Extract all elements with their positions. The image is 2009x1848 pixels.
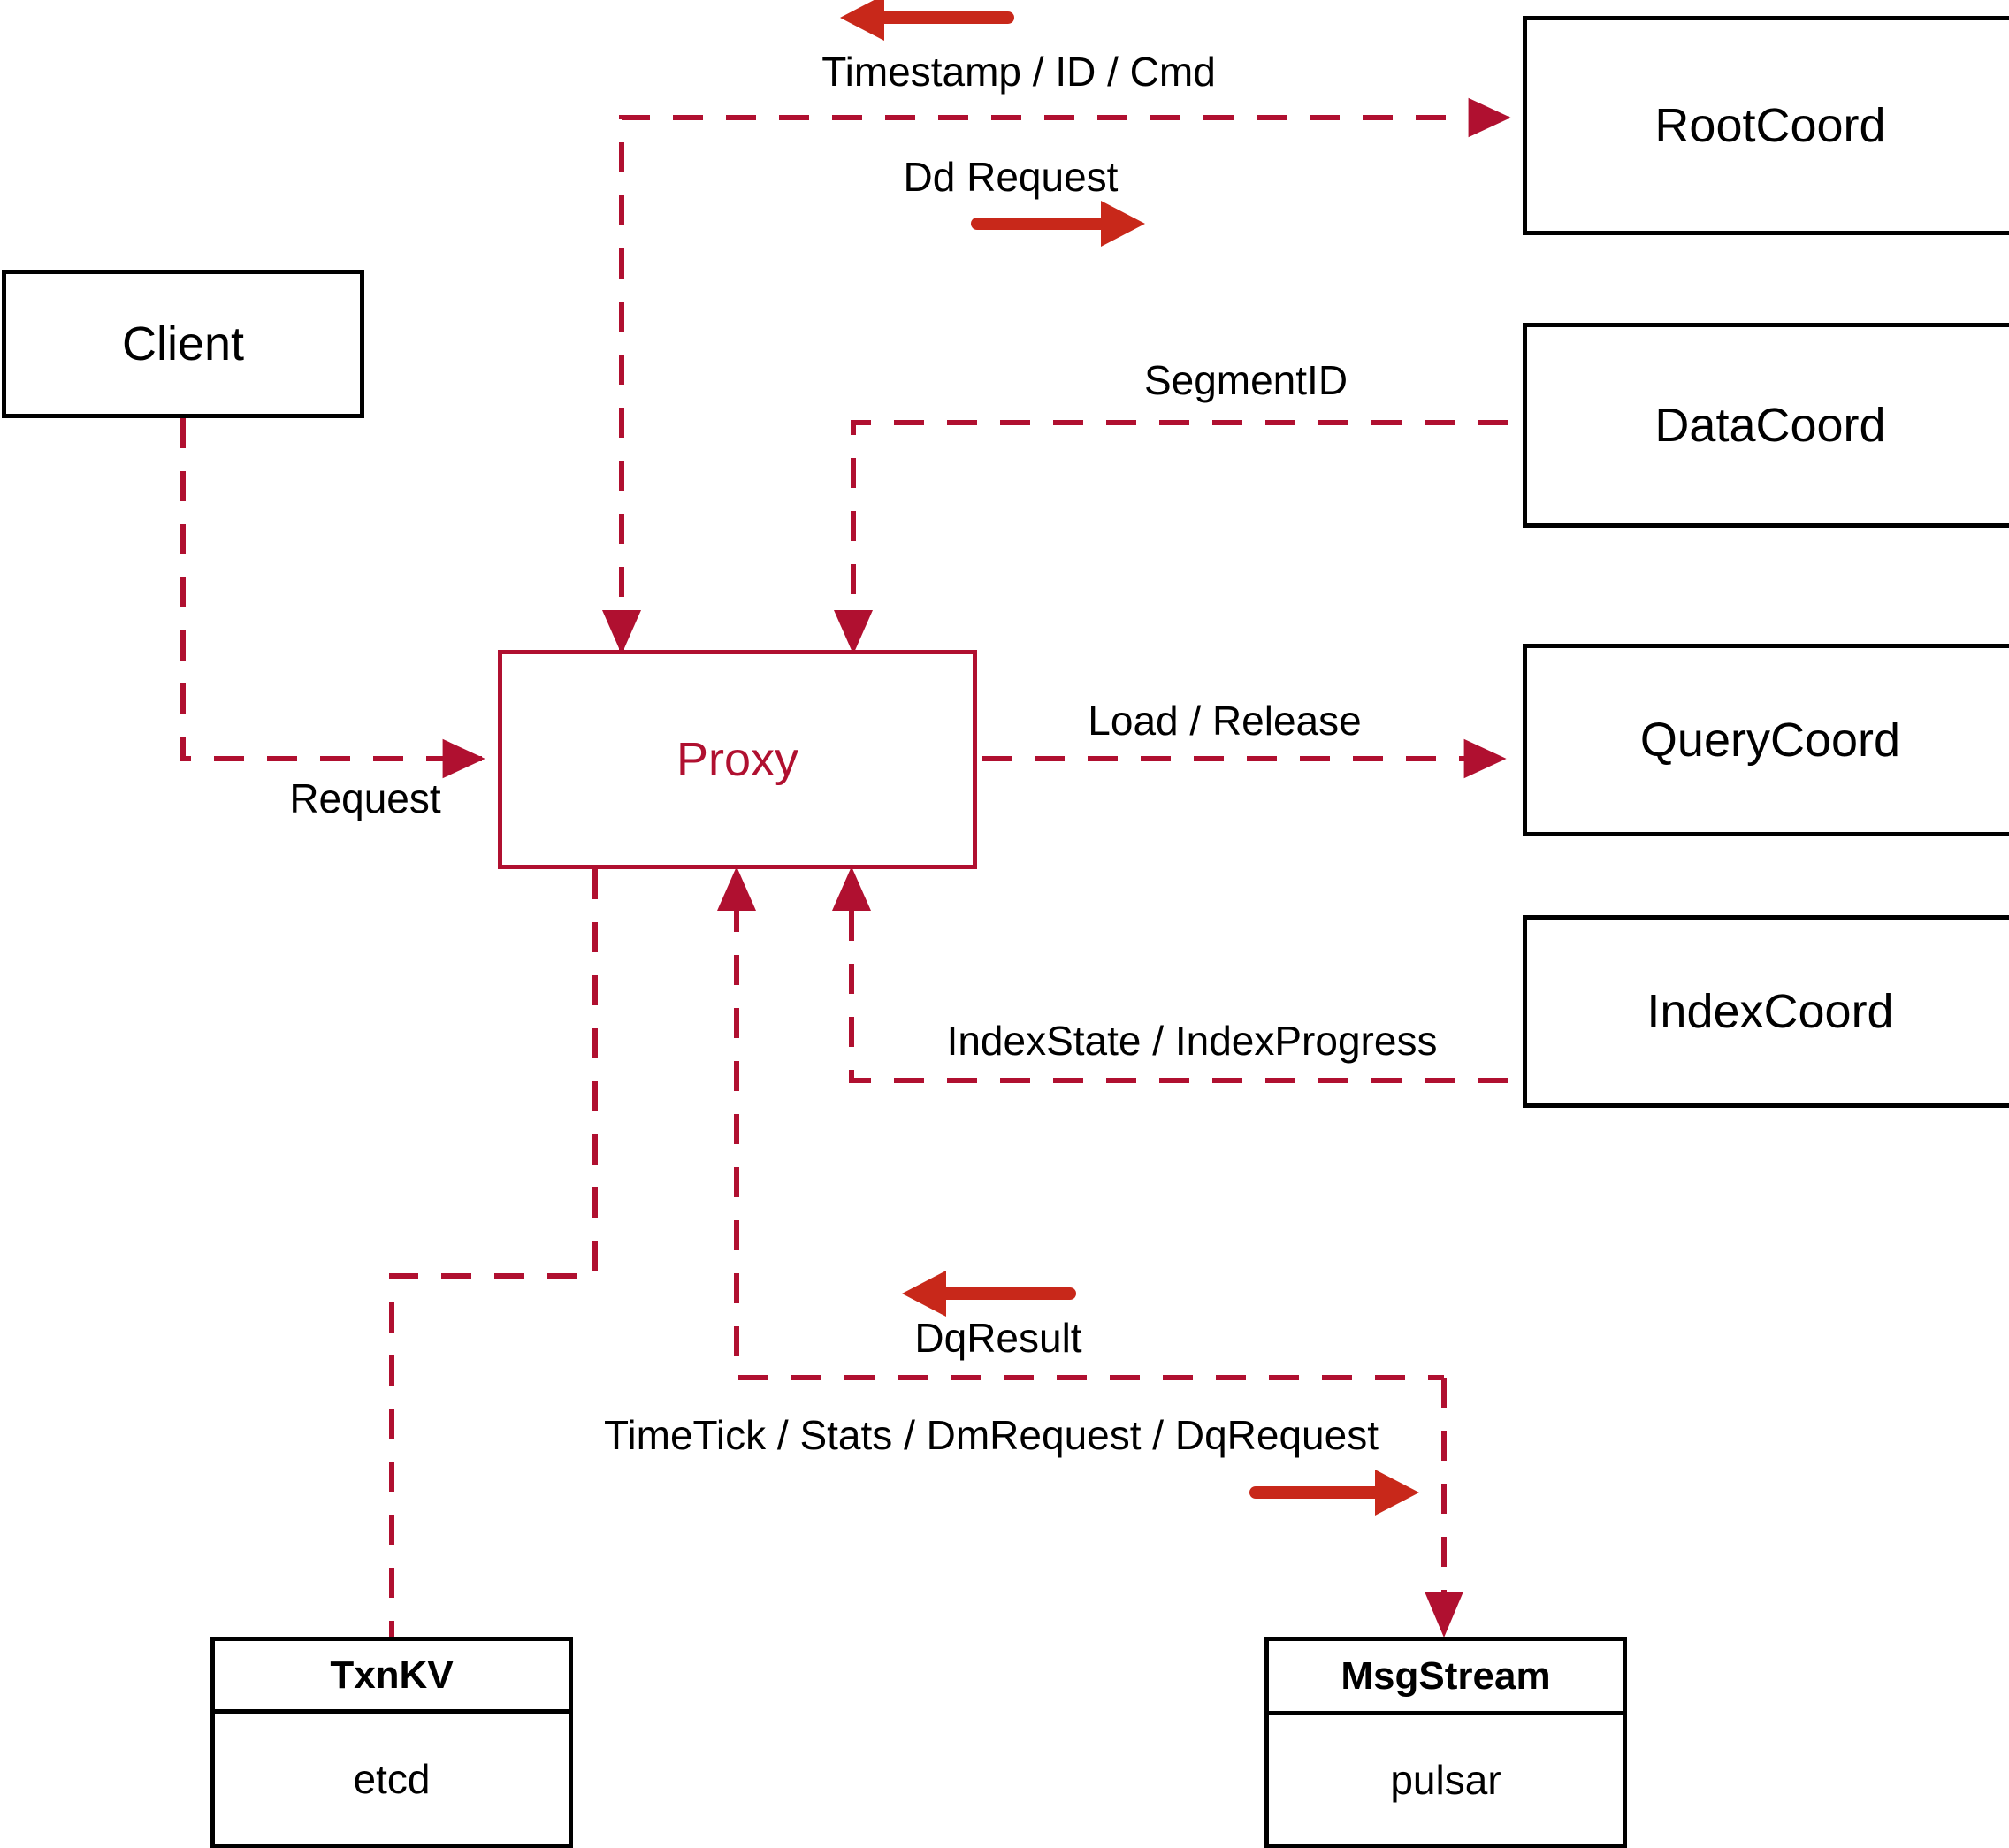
direction-arrow-dqresult	[902, 1271, 1076, 1317]
node-txnkv-body-label: etcd	[353, 1755, 431, 1802]
node-data-coord[interactable]: DataCoord	[1523, 323, 2009, 528]
node-query-coord-label: QueryCoord	[1639, 714, 1901, 767]
node-txnkv-header: TxnKV	[215, 1641, 569, 1714]
direction-arrow-timestamp	[840, 0, 1014, 41]
edge-label-dd-request: Dd Request	[903, 154, 1119, 200]
node-txnkv-body: etcd	[215, 1714, 569, 1844]
node-client[interactable]: Client	[2, 270, 364, 418]
edge-label-load-release: Load / Release	[1088, 698, 1362, 744]
edge-client-to-proxy	[180, 418, 485, 779]
node-msgstream-body-label: pulsar	[1390, 1756, 1501, 1803]
node-msgstream-header: MsgStream	[1269, 1641, 1623, 1715]
edge-label-request: Request	[289, 775, 441, 821]
node-txnkv[interactable]: TxnKV etcd	[210, 1637, 573, 1848]
node-txnkv-header-label: TxnKV	[330, 1653, 454, 1697]
node-data-coord-label: DataCoord	[1654, 399, 1886, 452]
edge-label-segment-id: SegmentID	[1143, 357, 1348, 403]
edge-label-timestamp-id-cmd: Timestamp / ID / Cmd	[821, 49, 1216, 95]
node-index-coord-label: IndexCoord	[1646, 985, 1894, 1038]
direction-arrow-dd-request	[971, 201, 1145, 247]
node-msgstream[interactable]: MsgStream pulsar	[1264, 1637, 1627, 1848]
edge-label-timetick-stats: TimeTick / Stats / DmRequest / DqRequest	[604, 1412, 1379, 1458]
edge-label-index-state-progress: IndexState / IndexProgress	[946, 1018, 1438, 1064]
node-proxy[interactable]: Proxy	[498, 650, 977, 869]
node-root-coord-label: RootCoord	[1654, 99, 1886, 152]
edge-proxy-to-txnkv	[389, 869, 598, 1637]
node-client-label: Client	[121, 317, 245, 370]
direction-arrow-timetick	[1249, 1470, 1419, 1516]
node-msgstream-header-label: MsgStream	[1341, 1653, 1551, 1698]
node-proxy-label: Proxy	[676, 733, 799, 786]
edge-msgstream-to-proxy-dqresult	[717, 867, 1444, 1380]
edge-proxy-to-msgstream	[1425, 1378, 1463, 1638]
edge-datacoord-to-proxy	[834, 420, 1508, 654]
edge-label-dq-result: DqResult	[914, 1315, 1082, 1361]
node-msgstream-body: pulsar	[1269, 1715, 1623, 1844]
node-root-coord[interactable]: RootCoord	[1523, 16, 2009, 235]
node-index-coord[interactable]: IndexCoord	[1523, 915, 2009, 1108]
edge-proxy-to-rootcoord	[602, 97, 1511, 654]
edge-indexcoord-to-proxy	[832, 867, 1508, 1083]
node-query-coord[interactable]: QueryCoord	[1523, 644, 2009, 836]
